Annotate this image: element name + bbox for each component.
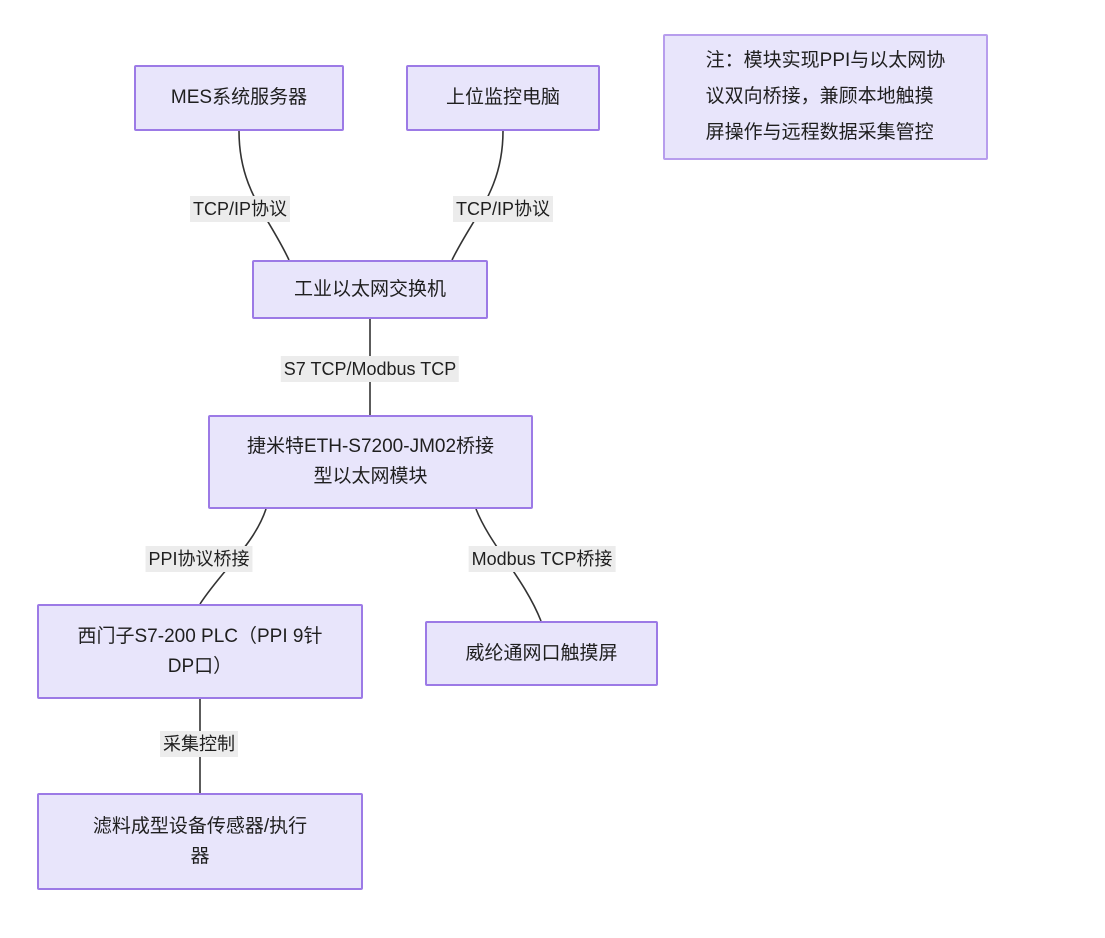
edge-label-module-plc: PPI协议桥接 [145,546,253,572]
node-filter-equipment-sensor-actuator[interactable]: 滤料成型设备传感器/执行 器 [37,793,363,890]
edge-label-switch-module: S7 TCP/Modbus TCP [280,356,460,382]
node-bridge-ethernet-module[interactable]: 捷米特ETH-S7200-JM02桥接 型以太网模块 [208,415,533,509]
node-label: 捷米特ETH-S7200-JM02桥接 型以太网模块 [246,436,495,487]
node-label: 西门子S7-200 PLC（PPI 9针 DP口） [77,625,323,677]
edge-label-module-touch: Modbus TCP桥接 [468,546,616,572]
node-mes-server[interactable]: MES系统服务器 [134,65,344,131]
node-weinview-touch-screen[interactable]: 威纶通网口触摸屏 [425,621,658,686]
node-label: 工业以太网交换机 [293,278,446,300]
edge-label-mes-switch: TCP/IP协议 [189,196,291,222]
node-label: 滤料成型设备传感器/执行 器 [92,815,308,867]
node-label: 威纶通网口触摸屏 [465,642,618,664]
edge-label-pc-switch: TCP/IP协议 [452,196,554,222]
node-siemens-plc[interactable]: 西门子S7-200 PLC（PPI 9针 DP口） [37,604,363,699]
node-label: 上位监控电脑 [445,87,560,108]
note-label: 注：模块实现PPI与以太网协 议双向桥接，兼顾本地触摸 屏操作与远程数据采集管控 [705,50,946,143]
node-supervisory-pc[interactable]: 上位监控电脑 [406,65,600,131]
node-label: MES系统服务器 [170,87,308,108]
note-box: 注：模块实现PPI与以太网协 议双向桥接，兼顾本地触摸 屏操作与远程数据采集管控 [663,34,988,160]
node-industrial-ethernet-switch[interactable]: 工业以太网交换机 [252,260,488,319]
edge-label-plc-sensor: 采集控制 [160,731,238,757]
